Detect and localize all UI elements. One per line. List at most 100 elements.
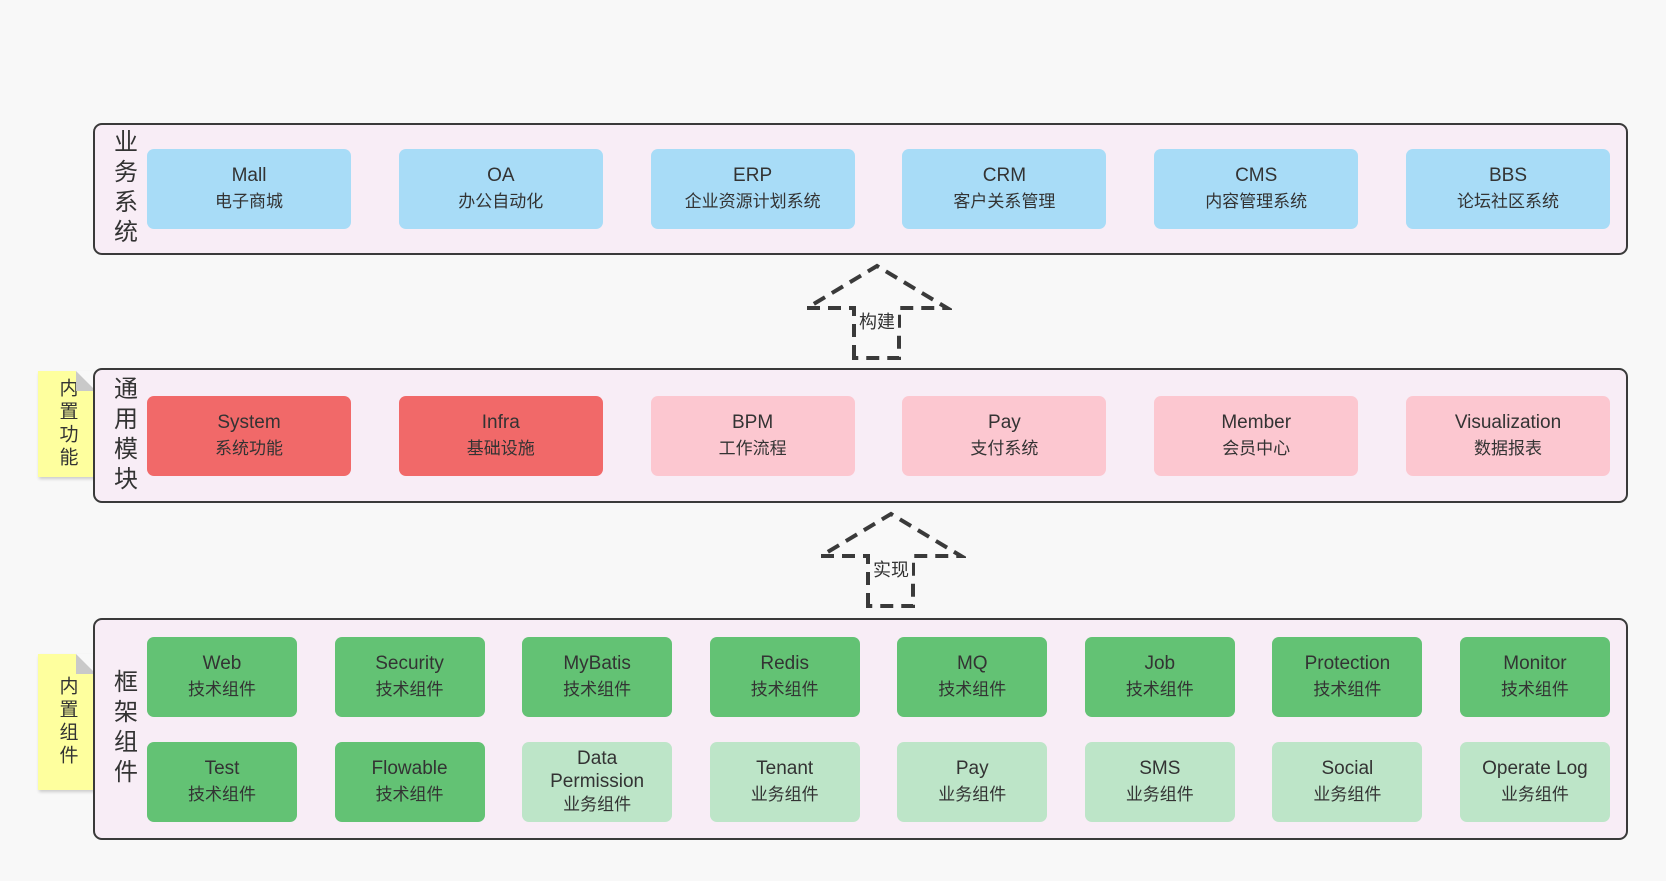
box-subtitle: 技术组件 xyxy=(563,679,632,699)
box-oa: OA 办公自动化 xyxy=(398,149,603,229)
sticky-note-label: 内置功能 xyxy=(56,378,78,470)
box-title: OA xyxy=(487,165,515,186)
box-mq: MQ 技术组件 xyxy=(897,636,1048,717)
box-sms: SMS 业务组件 xyxy=(1084,741,1235,822)
box-erp: ERP 企业资源计划系统 xyxy=(650,149,855,229)
box-visualization: Visualization 数据报表 xyxy=(1405,395,1610,476)
layer-framework-components-body: Web 技术组件 Security 技术组件 MyBatis 技术组件 Redi… xyxy=(147,620,1610,838)
box-title: Visualization xyxy=(1454,411,1562,433)
box-flowable: Flowable 技术组件 xyxy=(334,741,485,822)
box-subtitle: 业务组件 xyxy=(563,795,632,814)
box-subtitle: 企业资源计划系统 xyxy=(684,192,821,211)
box-pay-component: Pay 业务组件 xyxy=(897,741,1048,822)
box-system: System 系统功能 xyxy=(147,395,351,476)
box-title: SMS xyxy=(1139,757,1181,779)
implement-arrow: 实现 xyxy=(816,509,966,609)
box-title: MyBatis xyxy=(563,652,631,674)
box-subtitle: 技术组件 xyxy=(188,784,256,804)
box-subtitle: 支付系统 xyxy=(970,438,1039,458)
box-subtitle: 客户关系管理 xyxy=(953,192,1056,211)
box-subtitle: 业务组件 xyxy=(1125,784,1194,804)
box-subtitle: 技术组件 xyxy=(750,679,819,699)
biz-components-row: Test 技术组件 Flowable 技术组件 Data Permission … xyxy=(147,741,1610,822)
box-title: Member xyxy=(1221,411,1292,433)
box-title: Protection xyxy=(1304,652,1391,674)
box-subtitle: 技术组件 xyxy=(1313,679,1382,699)
box-web: Web 技术组件 xyxy=(147,636,297,717)
common-modules-row: System 系统功能 Infra 基础设施 BPM 工作流程 Pay 支付系统… xyxy=(147,395,1610,476)
box-title: Web xyxy=(202,652,242,674)
box-title: Security xyxy=(375,652,444,674)
box-subtitle: 数据报表 xyxy=(1473,438,1542,458)
box-bbs: BBS 论坛社区系统 xyxy=(1405,149,1610,229)
box-operate-log: Operate Log 业务组件 xyxy=(1459,741,1610,822)
sticky-fold-corner xyxy=(76,654,96,674)
box-title: MQ xyxy=(956,652,988,674)
box-title: BBS xyxy=(1488,165,1527,186)
layer-common-modules-label: 通用模块 xyxy=(109,375,137,496)
sticky-note-built-in-features: 内置功能 xyxy=(38,371,96,477)
box-subtitle: 工作流程 xyxy=(718,438,787,458)
box-subtitle: 技术组件 xyxy=(1125,679,1194,699)
box-title: Pay xyxy=(955,757,989,779)
build-arrow: 构建 xyxy=(802,261,952,361)
box-subtitle: 业务组件 xyxy=(938,784,1007,804)
layer-business-systems: 业务系统 Mall 电子商城 OA 办公自动化 ERP 企业资源计划系统 CRM… xyxy=(93,123,1628,255)
box-title: BPM xyxy=(732,411,774,433)
box-title: Test xyxy=(204,757,240,779)
box-infra: Infra 基础设施 xyxy=(398,395,603,476)
box-title: CRM xyxy=(982,165,1027,186)
build-arrow-label: 构建 xyxy=(856,307,898,335)
box-pay-module: Pay 支付系统 xyxy=(902,395,1107,476)
box-title: ERP xyxy=(733,165,773,186)
box-bpm: BPM 工作流程 xyxy=(650,395,855,476)
box-job: Job 技术组件 xyxy=(1084,636,1235,717)
box-subtitle: 业务组件 xyxy=(1500,784,1569,804)
sticky-note-label: 内置组件 xyxy=(56,676,78,768)
box-subtitle: 技术组件 xyxy=(188,679,256,699)
layer-business-systems-label: 业务系统 xyxy=(109,129,137,249)
box-subtitle: 会员中心 xyxy=(1222,438,1291,458)
sticky-fold-corner xyxy=(76,371,96,391)
box-subtitle: 电子商城 xyxy=(215,192,283,211)
business-systems-row: Mall 电子商城 OA 办公自动化 ERP 企业资源计划系统 CRM 客户关系… xyxy=(147,149,1610,229)
box-title: Data Permission xyxy=(550,748,645,792)
box-monitor: Monitor 技术组件 xyxy=(1459,636,1610,717)
box-mall: Mall 电子商城 xyxy=(147,149,351,229)
box-redis: Redis 技术组件 xyxy=(709,636,860,717)
sticky-note-built-in-components: 内置组件 xyxy=(38,654,96,790)
layer-common-modules: 通用模块 System 系统功能 Infra 基础设施 BPM 工作流程 Pay… xyxy=(93,368,1628,503)
box-subtitle: 业务组件 xyxy=(1313,784,1382,804)
layer-framework-components: 框架组件 Web 技术组件 Security 技术组件 MyBatis 技术组件… xyxy=(93,618,1628,840)
box-subtitle: 技术组件 xyxy=(1500,679,1569,699)
box-protection: Protection 技术组件 xyxy=(1272,636,1423,717)
box-title: Tenant xyxy=(756,757,814,779)
box-title: Infra xyxy=(481,411,520,433)
box-title: Pay xyxy=(988,411,1021,433)
box-title: Redis xyxy=(760,652,809,674)
box-title: Mall xyxy=(231,165,267,186)
box-subtitle: 技术组件 xyxy=(375,784,444,804)
layer-framework-components-label: 框架组件 xyxy=(109,669,137,789)
box-data-permission: Data Permission 业务组件 xyxy=(522,741,673,822)
box-title: Job xyxy=(1144,652,1176,674)
box-subtitle: 内容管理系统 xyxy=(1205,192,1308,211)
box-subtitle: 技术组件 xyxy=(375,679,444,699)
box-subtitle: 基础设施 xyxy=(466,438,535,458)
implement-arrow-label: 实现 xyxy=(870,555,912,583)
box-title: Social xyxy=(1321,757,1374,779)
layer-common-modules-body: System 系统功能 Infra 基础设施 BPM 工作流程 Pay 支付系统… xyxy=(147,370,1610,501)
tech-components-row: Web 技术组件 Security 技术组件 MyBatis 技术组件 Redi… xyxy=(147,636,1610,717)
box-subtitle: 办公自动化 xyxy=(458,192,544,211)
box-security: Security 技术组件 xyxy=(334,636,485,717)
box-subtitle: 业务组件 xyxy=(750,784,819,804)
box-cms: CMS 内容管理系统 xyxy=(1154,149,1359,229)
box-mybatis: MyBatis 技术组件 xyxy=(522,636,673,717)
box-crm: CRM 客户关系管理 xyxy=(902,149,1107,229)
layer-business-systems-body: Mall 电子商城 OA 办公自动化 ERP 企业资源计划系统 CRM 客户关系… xyxy=(147,125,1610,253)
box-tenant: Tenant 业务组件 xyxy=(709,741,860,822)
box-subtitle: 技术组件 xyxy=(938,679,1007,699)
box-title: CMS xyxy=(1235,165,1278,186)
box-test: Test 技术组件 xyxy=(147,741,297,822)
